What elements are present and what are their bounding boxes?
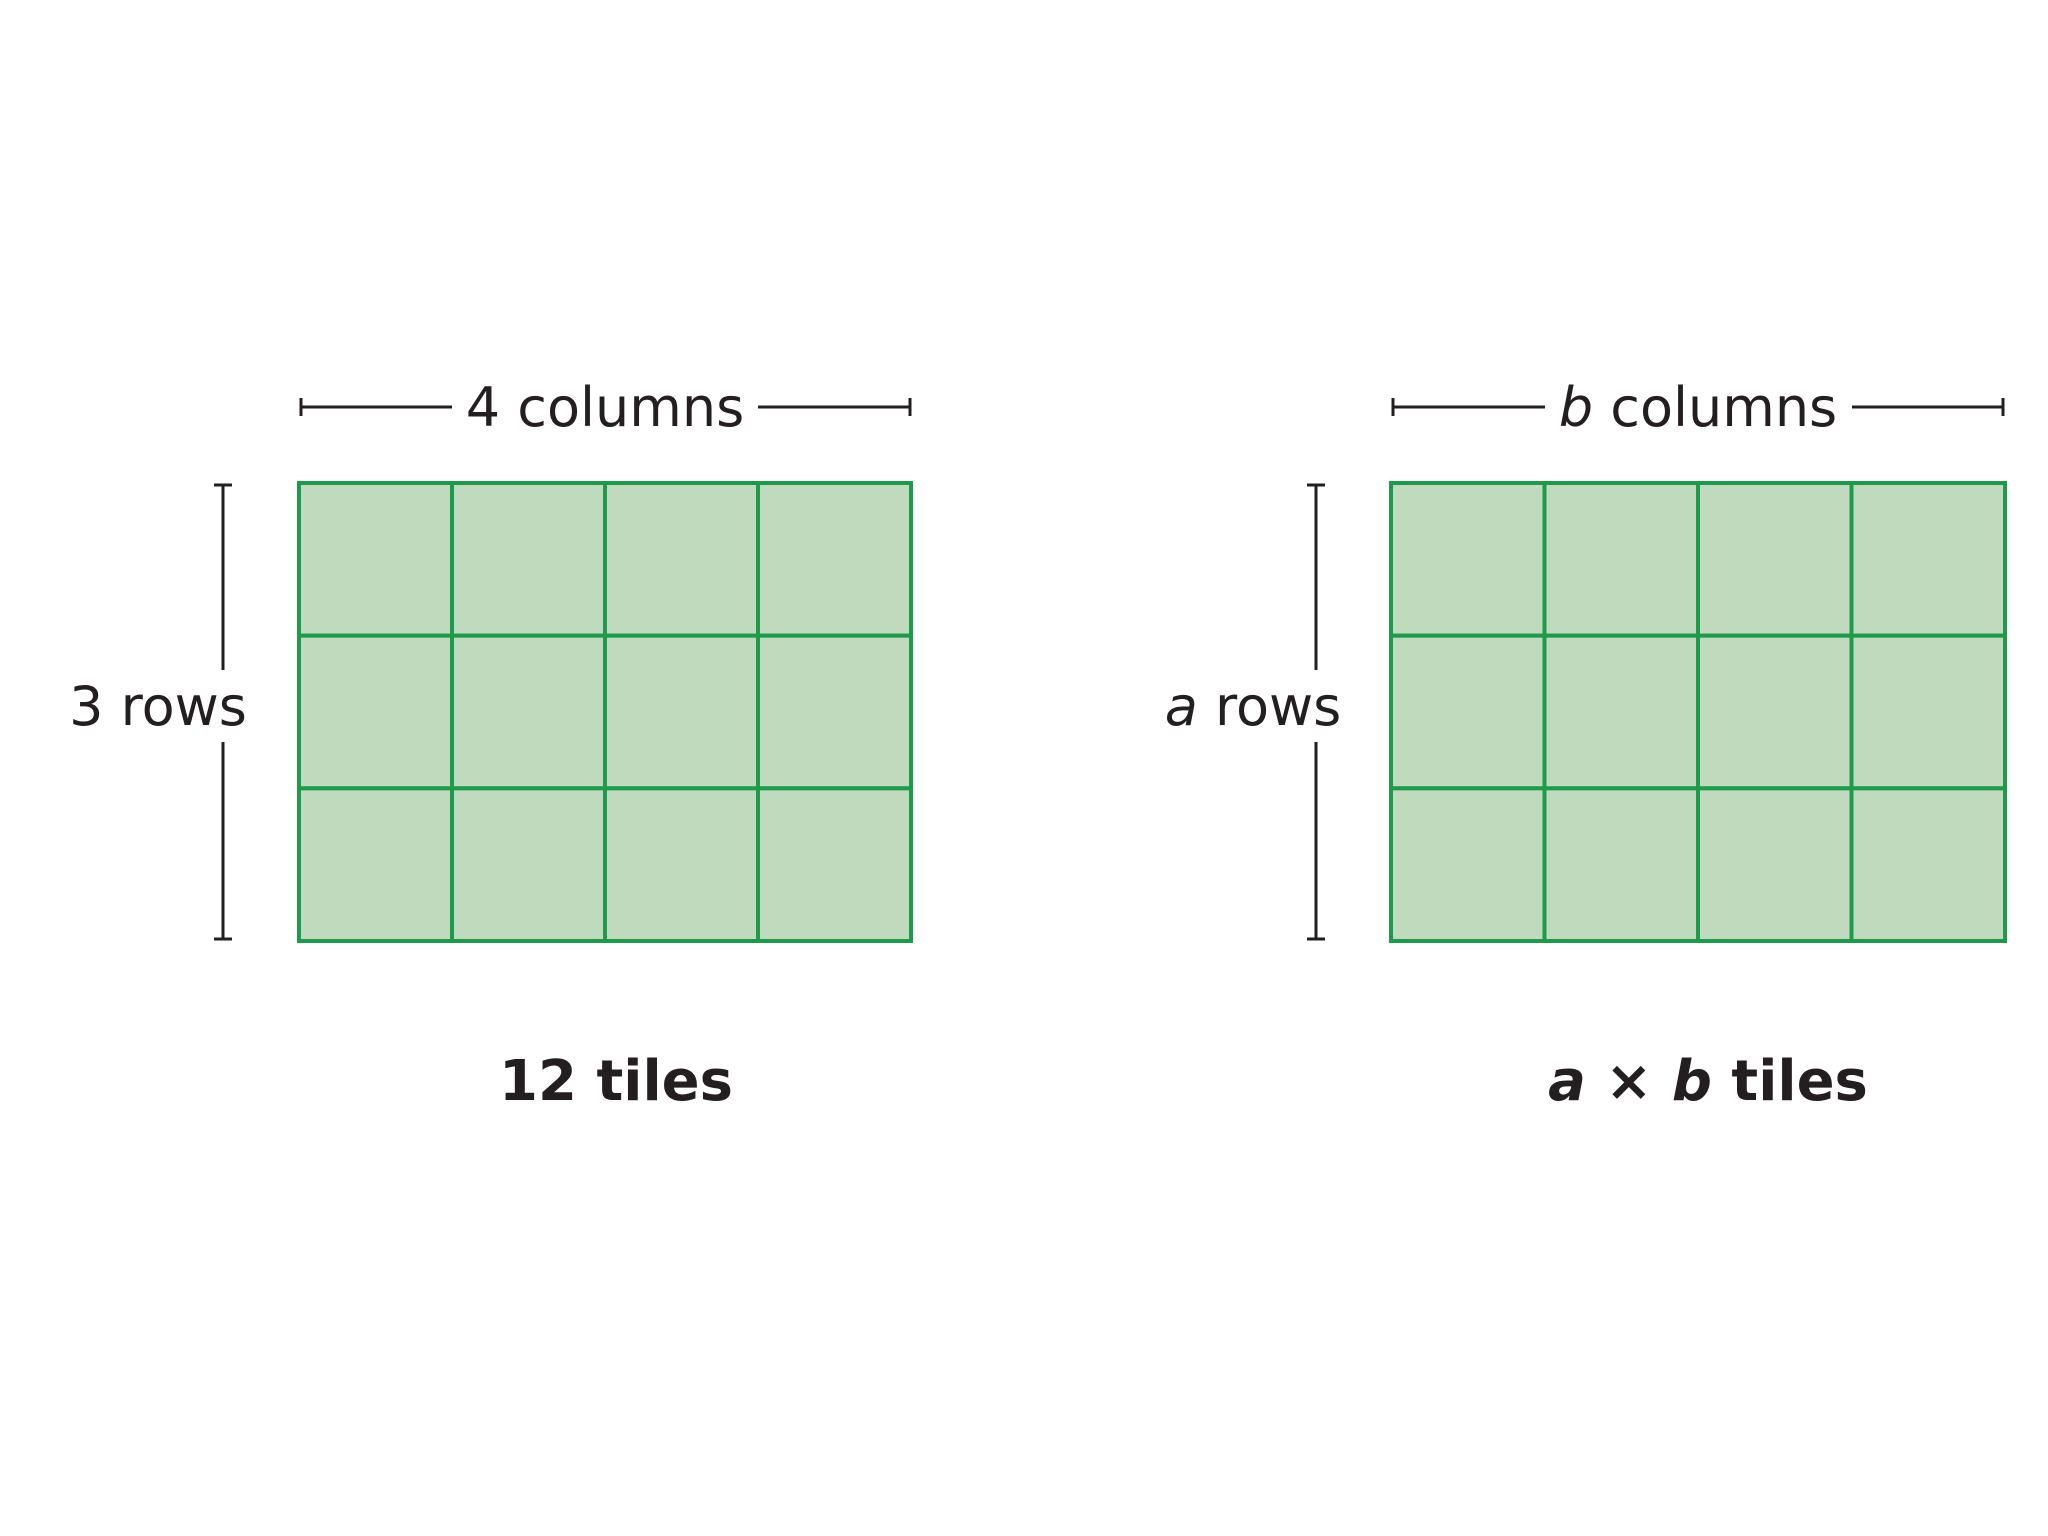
right-total-times: ×	[1586, 1049, 1672, 1114]
left-tile-r3-c2	[450, 786, 607, 943]
left-columns-dimension: 4 columns	[299, 376, 912, 439]
right-tile-r3-c2	[1542, 786, 1700, 943]
right-tile-r1-c4	[1849, 481, 2007, 638]
right-columns-label: b columns	[1559, 376, 1837, 439]
left-rows-dimension: 3 rows	[69, 483, 247, 941]
right-array-figure: b columns a rows a × b tiles	[1165, 376, 2007, 1114]
left-tile-r1-c1	[297, 481, 454, 638]
right-tile-r3-c4	[1849, 786, 2007, 943]
left-total-label: 12 tiles	[499, 1049, 733, 1114]
left-tile-r3-c3	[603, 786, 760, 943]
left-tile-r3-c1	[297, 786, 454, 943]
right-rows-dimension: a rows	[1165, 483, 1342, 941]
right-total-word: tiles	[1712, 1049, 1868, 1114]
left-tile-r1-c3	[603, 481, 760, 638]
left-tile-r1-c2	[450, 481, 607, 638]
right-total-variable-b: b	[1672, 1049, 1712, 1114]
right-tile-r2-c1	[1389, 633, 1547, 791]
left-array-figure: 4 columns 3 rows 12 tiles	[69, 376, 913, 1114]
left-tile-r1-c4	[756, 481, 913, 638]
right-total-label: a × b tiles	[1548, 1049, 1868, 1114]
right-total-variable-a: a	[1548, 1049, 1586, 1114]
right-tile-r2-c4	[1849, 633, 2007, 791]
right-tile-grid	[1389, 481, 2007, 943]
left-rows-label: 3 rows	[69, 675, 247, 738]
left-tile-r3-c4	[756, 786, 913, 943]
right-rows-variable: a	[1165, 675, 1198, 738]
right-columns-dimension: b columns	[1391, 376, 2005, 439]
left-columns-label: 4 columns	[466, 376, 744, 439]
right-tile-r1-c2	[1542, 481, 1700, 638]
right-tile-r3-c3	[1696, 786, 1854, 943]
left-tile-r2-c1	[297, 633, 454, 791]
left-tile-r2-c3	[603, 633, 760, 791]
right-columns-variable: b	[1559, 376, 1593, 439]
right-tile-r3-c1	[1389, 786, 1547, 943]
right-rows-label: a rows	[1165, 675, 1342, 738]
right-tile-r1-c1	[1389, 481, 1547, 638]
right-columns-word: columns	[1593, 376, 1837, 439]
right-rows-word: rows	[1198, 675, 1342, 738]
left-tile-grid	[297, 481, 913, 943]
right-tile-r2-c3	[1696, 633, 1854, 791]
right-tile-r1-c3	[1696, 481, 1854, 638]
left-tile-r2-c4	[756, 633, 913, 791]
right-tile-r2-c2	[1542, 633, 1700, 791]
left-tile-r2-c2	[450, 633, 607, 791]
